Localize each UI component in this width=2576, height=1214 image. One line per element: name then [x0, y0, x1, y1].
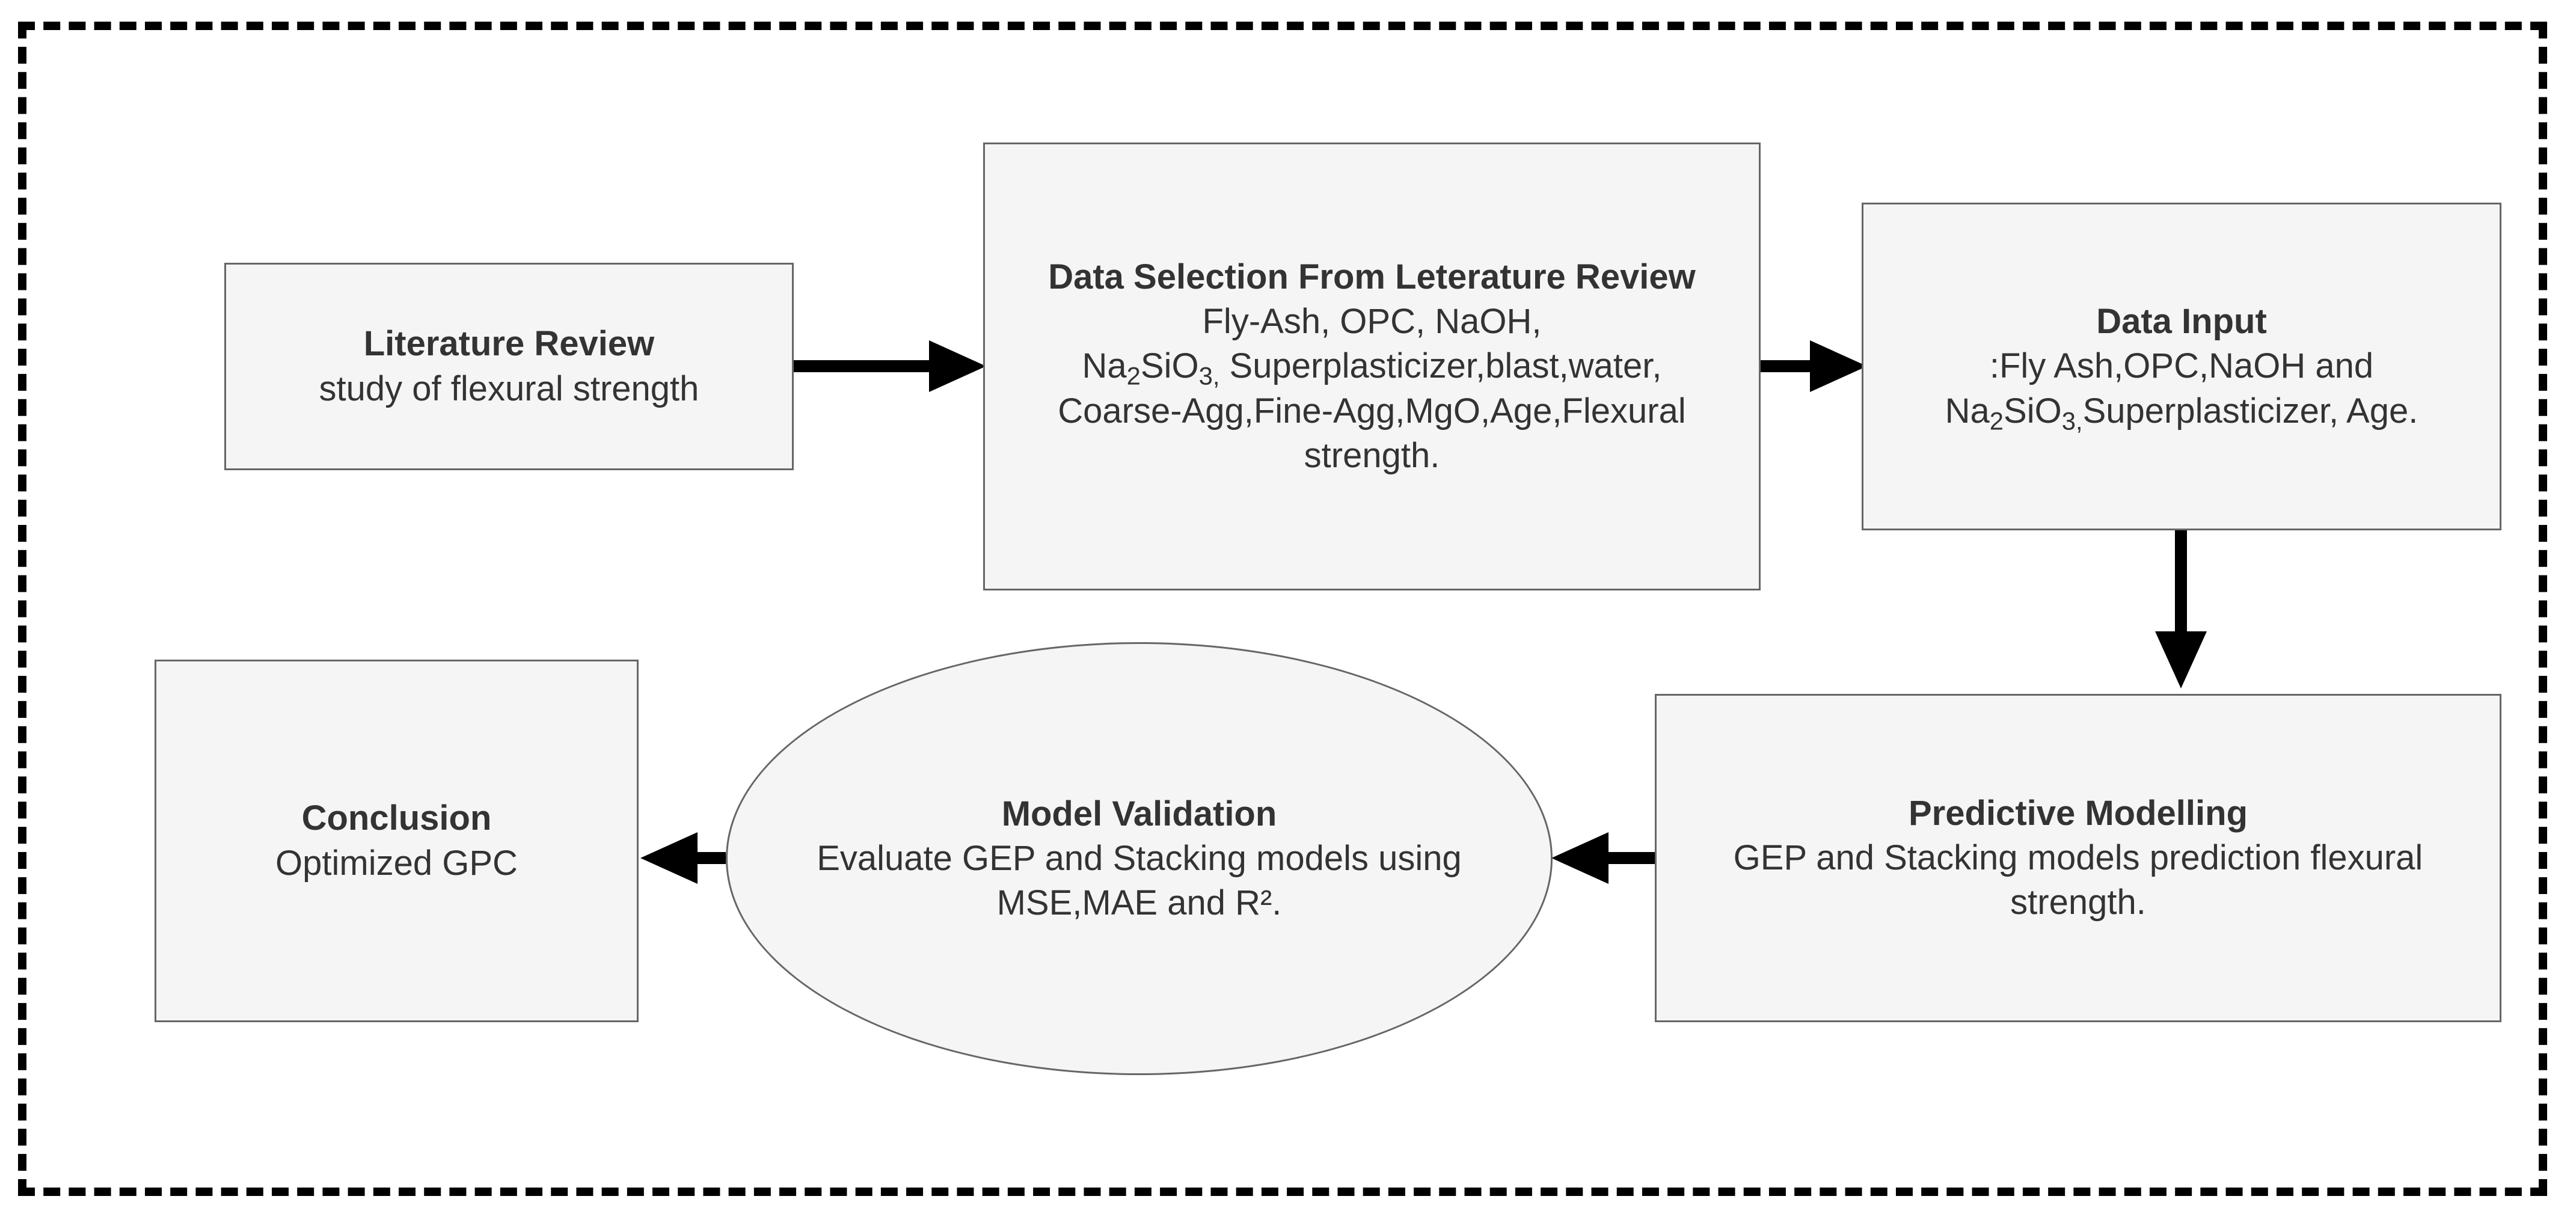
node-data-selection: Data Selection From Leterature Review Fl…: [983, 143, 1761, 590]
node-title: Literature Review: [363, 324, 655, 364]
dashed-frame: [18, 22, 2547, 1196]
node-text-line: Coarse-Agg,Fine-Agg,MgO,Age,Flexural: [1058, 391, 1686, 431]
node-data-input: Data Input :Fly Ash,OPC,NaOH and Na2SiO3…: [1862, 203, 2501, 530]
node-text: Optimized GPC: [275, 843, 518, 883]
node-title: Model Validation: [1001, 794, 1277, 833]
arrow-validation-to-conclusion: [640, 832, 726, 884]
node-text-line: :Fly Ash,OPC,NaOH and: [1989, 346, 2374, 386]
arrow-literature-to-selection: [794, 340, 986, 392]
node-text-line: Fly-Ash, OPC, NaOH,: [1202, 302, 1542, 342]
node-text-line: GEP and Stacking models prediction flexu…: [1733, 838, 2423, 877]
node-text-line: Evaluate GEP and Stacking models using: [817, 838, 1462, 878]
node-model-validation: Model Validation Evaluate GEP and Stacki…: [726, 642, 1553, 1075]
node-conclusion: Conclusion Optimized GPC: [155, 660, 639, 1022]
node-text-line: Na2SiO3, Superplasticizer,blast,water,: [1082, 346, 1662, 391]
node-literature-review: Literature Review study of flexural stre…: [224, 263, 794, 470]
node-predictive-modelling: Predictive Modelling GEP and Stacking mo…: [1655, 694, 2501, 1022]
node-text-line: Na2SiO3,Superplasticizer, Age.: [1945, 391, 2418, 435]
node-text: study of flexural strength: [319, 369, 699, 408]
node-text-line: strength.: [1304, 435, 1440, 475]
arrow-input-to-modelling: [2155, 529, 2207, 688]
node-title: Conclusion: [301, 799, 492, 838]
node-title: Data Selection From Leterature Review: [1048, 257, 1696, 296]
arrow-modelling-to-validation: [1551, 832, 1655, 884]
node-title: Predictive Modelling: [1909, 793, 2248, 833]
node-title: Data Input: [2096, 302, 2267, 342]
node-text-line: MSE,MAE and R².: [996, 883, 1282, 923]
arrow-selection-to-input: [1761, 340, 1867, 392]
node-text-line: strength.: [2010, 883, 2146, 922]
